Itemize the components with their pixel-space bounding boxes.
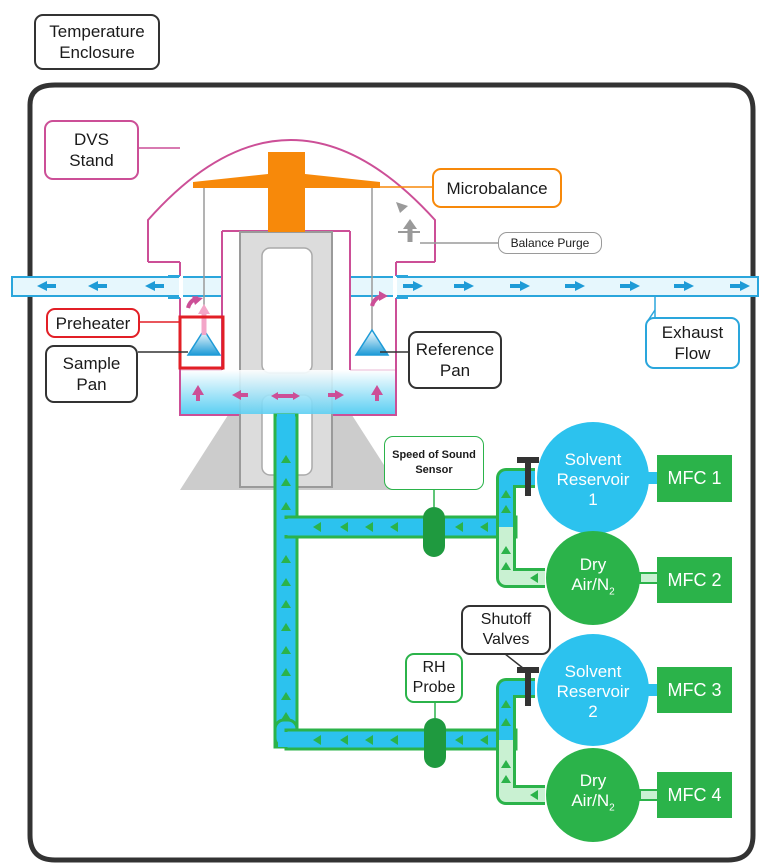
mfc-1: MFC 1: [657, 455, 732, 502]
mfc-4: MFC 4: [657, 772, 732, 818]
dry-air-2-label: Dry Air/N2: [571, 771, 615, 814]
exhaust-flow-label: Exhaust Flow: [645, 317, 740, 369]
dvs-stand-label: DVS Stand: [44, 120, 139, 180]
speed-of-sound-sensor-label: Speed of Sound Sensor: [384, 436, 484, 490]
microbalance-label: Microbalance: [432, 168, 562, 208]
exhaust-pipe: [11, 276, 759, 297]
rh-probe-label: RH Probe: [405, 653, 463, 703]
shutoff-valve-1-stem: [525, 460, 531, 496]
temperature-enclosure-outline: [27, 82, 756, 863]
preheater-highlight: [178, 315, 225, 370]
dry-air-2-shape: [546, 748, 640, 842]
mfc-2: MFC 2: [657, 557, 732, 603]
preheater-label: Preheater: [46, 308, 140, 338]
solvent-reservoir-1-label: Solvent Reservoir 1: [556, 450, 630, 509]
speed-of-sound-sensor-body: [423, 507, 445, 557]
dvs-dome: [147, 139, 436, 262]
reference-pan-label: Reference Pan: [408, 331, 502, 389]
microbalance-post: [268, 152, 305, 232]
mfc-3: MFC 3: [657, 667, 732, 713]
solvent-reservoir-2-label: Solvent Reservoir 2: [556, 662, 630, 721]
sample-pan-shape: [186, 328, 222, 356]
solvent-reservoir-1-shape: [537, 422, 649, 534]
dry-air-1-shape: [546, 531, 640, 625]
rh-probe-body: [424, 718, 446, 768]
dry-air-1-label: Dry Air/N2: [571, 555, 615, 598]
shutoff-valves-label: Shutoff Valves: [461, 605, 551, 655]
sample-pan-label: Sample Pan: [45, 345, 138, 403]
balance-purge-label: Balance Purge: [498, 232, 602, 254]
shutoff-valve-2-stem: [525, 670, 531, 706]
reference-pan-shape: [354, 328, 390, 356]
solvent-reservoir-2-shape: [537, 634, 649, 746]
temperature-enclosure-label: Temperature Enclosure: [34, 14, 160, 70]
